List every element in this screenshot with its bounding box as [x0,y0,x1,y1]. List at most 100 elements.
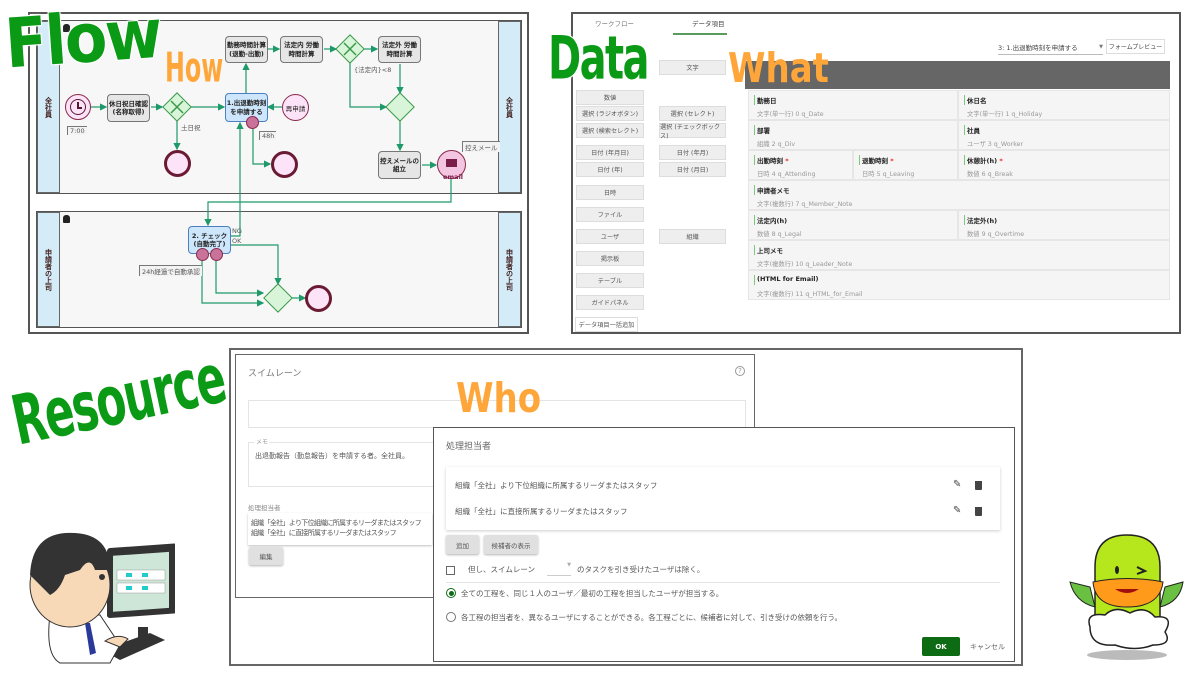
flow-connectors [91,34,452,313]
trash-icon[interactable] [975,507,982,516]
auto-approve-note: 24h経過で自動承認 [139,265,202,276]
palette-file[interactable]: ファイル [576,207,644,222]
trash-icon[interactable] [975,481,982,490]
swimlane-select[interactable]: ▼ [547,562,571,576]
required-mark: * [785,157,789,165]
palette-board[interactable]: 掲示板 [576,251,644,266]
connector [201,260,265,307]
timer-start-event[interactable] [65,94,91,120]
gateway-exclusive [162,92,192,122]
cancel-button[interactable]: キャンセル [970,643,1005,651]
task-overtime-calc[interactable]: 法定外 労働 時間計算 [378,36,421,63]
help-icon[interactable]: ? [735,366,745,376]
field-card[interactable]: 出勤時刻 *日時 4 q_Attending [748,150,853,180]
field-card[interactable]: 休日名文字(単一行) 1 q_Holiday [958,90,1170,120]
connector [231,121,244,237]
end-event[interactable] [271,151,298,178]
dialog-title: 処理担当者 [446,442,492,452]
option-same-user: 全ての工程を、同じ１人のユーザ／最初の工程を担当したユーザが担当する。 [461,589,724,598]
task-work-time-calc[interactable]: 勤務時間計算 (退勤-出勤) [225,36,268,63]
radio-same-user[interactable] [446,588,456,598]
lane-label-left: 全社員 [37,21,60,193]
end-event[interactable] [164,150,191,177]
palette-radio[interactable]: 選択 (ラジオボタン) [576,106,644,121]
swimlane-title: スイムレーン [248,369,302,379]
connector [349,63,388,111]
palette-date-ymd[interactable]: 日付 (年月日) [576,145,644,160]
task-legal-calc[interactable]: 法定内 労働 時間計算 [280,36,323,63]
field-card[interactable]: 法定外(h)数値 9 q_Overtime [958,210,1170,240]
exclude-suffix: のタスクを引き受けたユーザは除く。 [577,565,705,574]
palette-guide-panel[interactable]: ガイドパネル [576,295,644,310]
resource-heading: Resource [4,337,233,462]
palette-text[interactable]: 文字 [659,60,726,75]
holiday-condition-label: 土日祝 [181,124,201,132]
memo-field[interactable] [248,442,448,487]
form-preview-button[interactable]: フォームプレビュー [1106,39,1165,54]
field-card[interactable]: (HTML for Email)文字(複数行) 11 q_HTML_for_Em… [748,270,1170,300]
legal-condition-label: {法定内}<8 [354,66,392,74]
what-heading: What [728,45,829,93]
add-button[interactable]: 追加 [446,535,479,554]
field-card[interactable]: 社員ユーザ 3 q_Worker [958,120,1170,150]
task-compose-mail[interactable]: 控えメールの 組立 [378,151,421,179]
palette-table[interactable]: テーブル [576,273,644,288]
connector [204,178,452,227]
user-icon [63,24,70,32]
mail-note: 控えメール [462,141,500,152]
chevron-down-icon: ▼ [1099,44,1103,50]
field-card[interactable]: 申請者メモ文字(複数行) 7 q_Member_Note [748,180,1170,210]
lane-label-right: 全社員 [498,21,521,193]
reapply-event[interactable]: 再申請 [282,94,309,121]
timer-boundary-icon [196,248,209,261]
step-select-value: 3: 1.出退勤時刻を申請する [998,44,1078,52]
palette-number[interactable]: 数値 [576,90,644,105]
email-event[interactable] [437,150,466,179]
email-label: email [443,173,464,181]
edit-button[interactable]: 編集 [249,547,283,565]
palette-datetime[interactable]: 日時 [576,185,644,200]
chevron-down-icon: ▼ [567,562,571,568]
show-candidates-button[interactable]: 候補者の表示 [484,535,538,554]
task-holiday-check[interactable]: 休日祝日確認 (名称取得) [107,94,150,122]
field-card[interactable]: 上司メモ文字(複数行) 10 q_Leader_Note [748,240,1170,270]
ok-button[interactable]: OK [922,637,960,656]
field-card[interactable]: 退勤時刻 *日時 5 q_Leaving [853,150,958,180]
connector [252,129,272,168]
mascot-illustration [1069,534,1184,660]
active-tab-indicator [673,33,727,35]
assignee-list [446,467,1000,530]
field-card[interactable]: 部署組織 2 q_Div [748,120,958,150]
assignee-line: 組織「全社」に直接所属するリーダまたはスタッフ [251,529,397,537]
how-heading: How [165,44,224,93]
field-card[interactable]: 法定内(h)数値 8 q_Legal [748,210,958,240]
end-event[interactable] [305,285,332,312]
connector [215,260,265,297]
option-different-users: 各工程の担当者を、異なるユーザにすることができる。各工程ごとに、候補者に対して、… [461,613,842,622]
palette-checkbox[interactable]: 選択 (チェックボックス) [659,123,726,140]
bulk-add-button[interactable]: データ項目一括追加 [575,317,638,332]
gateway-merge [385,92,415,122]
palette-org[interactable]: 組織 [659,229,726,244]
pencil-icon[interactable]: ✎ [953,479,962,490]
palette-search-select[interactable]: 選択 (検索セレクト) [576,123,644,138]
step-select[interactable]: 3: 1.出退勤時刻を申請する ▼ [998,40,1103,55]
palette-select[interactable]: 選択 (セレクト) [659,106,726,121]
memo-label: メモ [254,437,271,446]
palette-date-ym[interactable]: 日付 (年月) [659,145,726,160]
palette-date-y[interactable]: 日付 (年) [576,162,644,177]
ng-label: NG [232,227,242,235]
field-card[interactable]: 勤務日文字(単一行) 0 q_Date [748,90,958,120]
start-time-note: 7:00 [67,126,87,135]
tab-data-items[interactable]: データ項目 [692,20,725,28]
radio-different-users[interactable] [446,612,456,622]
field-card[interactable]: 休憩計(h) *数値 6 q_Break [958,150,1170,180]
exclude-checkbox[interactable] [446,566,455,575]
task-apply-time[interactable]: 1.出退勤時刻 を申請する [225,93,268,122]
assignee-item: 組織「全社」より下位組織に所属するリーダまたはスタッフ [455,481,658,490]
pencil-icon[interactable]: ✎ [953,505,962,516]
palette-user[interactable]: ユーザ [576,229,644,244]
palette-date-md[interactable]: 日付 (月日) [659,162,726,177]
task-check[interactable]: 2. チェック (自動完了) [188,226,231,254]
tab-workflow[interactable]: ワークフロー [595,20,634,28]
